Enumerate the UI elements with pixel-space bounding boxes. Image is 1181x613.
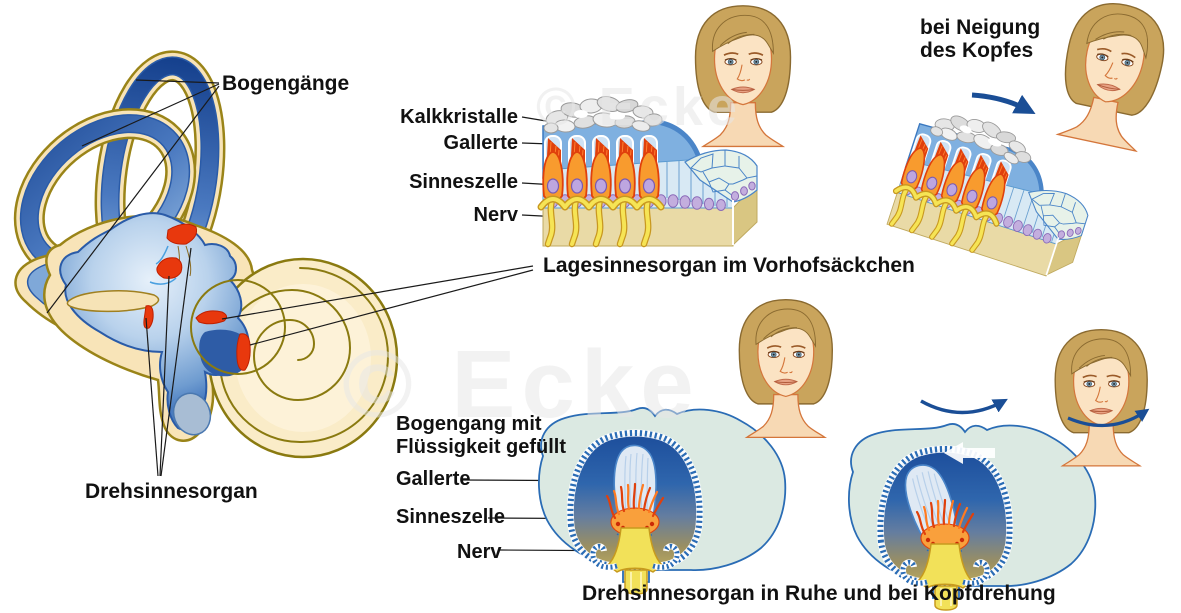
label-bogengang-line2: Flüssigkeit gefüllt xyxy=(396,436,567,458)
face-upright-bottom xyxy=(738,298,834,439)
cochlea-spiral xyxy=(218,267,390,444)
label-sinneszelle-ampulla: Sinneszelle xyxy=(396,506,505,528)
head-rotation-arrow-icon xyxy=(1067,408,1150,428)
label-sinneszelle-macula: Sinneszelle xyxy=(409,171,518,193)
duct-tip xyxy=(172,392,212,436)
caption-lagesinnesorgan: Lagesinnesorgan im Vorhofsäckchen xyxy=(543,254,915,277)
label-drehsinnesorgan: Drehsinnesorgan xyxy=(85,480,258,503)
inner-ear-overview xyxy=(13,50,399,459)
label-nerv-ampulla: Nerv xyxy=(457,541,502,563)
label-gallerte-ampulla: Gallerte xyxy=(396,468,471,490)
macula-organ-tilted xyxy=(885,100,1107,283)
label-nerv-macula: Nerv xyxy=(473,204,518,226)
face-upright-top xyxy=(694,4,792,148)
highlight-circle xyxy=(190,279,286,375)
heading-line2: des Kopfes xyxy=(920,39,1034,62)
sensory-organs xyxy=(143,223,251,371)
label-kalkkristalle: Kalkkristalle xyxy=(400,106,518,128)
label-bogengaenge: Bogengänge xyxy=(222,72,350,95)
heading-bei-neigung: bei Neigung des Kopfes xyxy=(920,16,1040,62)
heading-line1: bei Neigung xyxy=(920,16,1041,39)
ampulla-organ-rotation xyxy=(849,424,1095,611)
canal-rotation-arrow-icon xyxy=(920,398,1008,415)
macula-organ-rest xyxy=(541,93,757,246)
crystal-shift-arrow-icon xyxy=(971,92,1036,114)
face-rotating xyxy=(1054,328,1149,467)
utricle-outline xyxy=(66,290,160,313)
label-bogengang: Bogengang mit Flüssigkeit gefüllt xyxy=(396,413,566,459)
label-bogengang-line1: Bogengang mit xyxy=(396,413,542,435)
label-gallerte-macula: Gallerte xyxy=(443,132,518,154)
endolymph-flow-arrow-icon xyxy=(944,442,995,464)
caption-drehsinnesorgan: Drehsinnesorgan in Ruhe und bei Kopfdreh… xyxy=(582,582,1056,605)
face-tilted xyxy=(1049,0,1174,154)
